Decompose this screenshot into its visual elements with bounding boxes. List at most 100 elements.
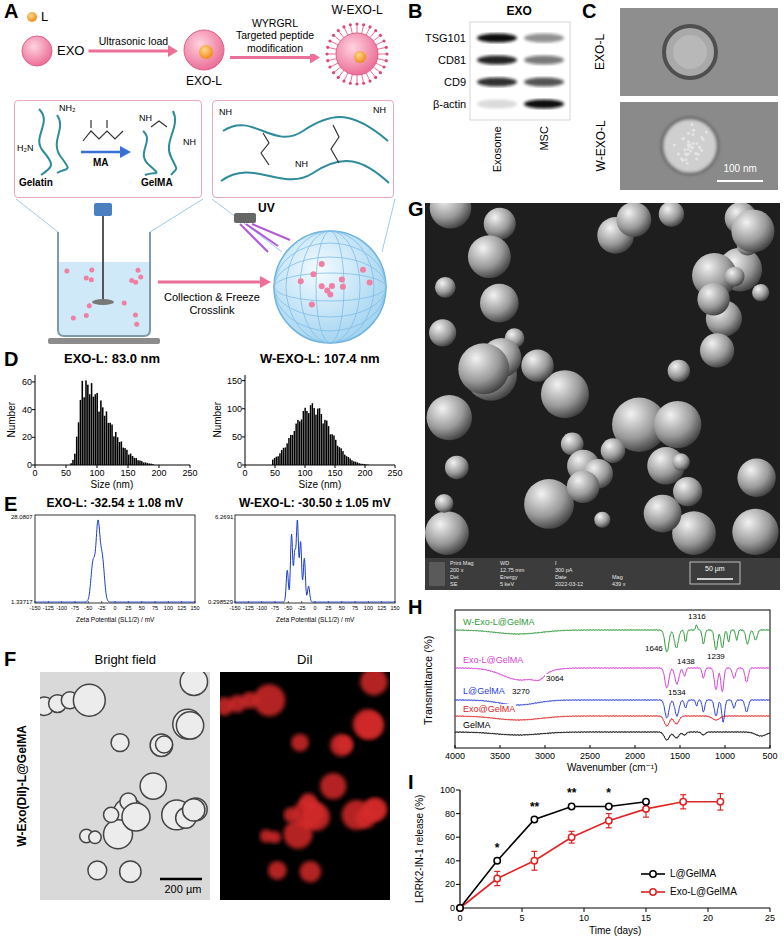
peptide-head — [362, 81, 365, 84]
sem-microsphere — [673, 477, 702, 506]
histogram-bar — [124, 448, 126, 465]
vesicle-grain — [698, 146, 701, 149]
histogram-bar — [342, 451, 344, 465]
tick-label: 0.298529 — [208, 599, 233, 606]
stirrer-plate — [48, 338, 160, 344]
vesicle-grain — [680, 157, 683, 160]
peptide-head — [385, 46, 388, 49]
histogram-bar — [324, 420, 326, 465]
fluorescent-sphere — [284, 807, 299, 822]
protein-label: CD81 — [438, 54, 466, 67]
vesicle-grain — [683, 148, 686, 151]
tick-label: 60 — [445, 832, 455, 842]
peptide-head — [326, 59, 329, 62]
histogram-bar — [283, 448, 285, 465]
curve-label: L@GelMA — [462, 686, 506, 696]
histogram-bar — [315, 415, 317, 465]
exosome-dot — [122, 301, 127, 306]
gel-mesh — [286, 231, 374, 343]
node-label: Gelatin — [19, 177, 53, 189]
tick-label: 75 — [152, 605, 158, 611]
vesicle-grain — [684, 158, 687, 161]
histogram-bar — [366, 464, 368, 466]
vesicle-grain — [694, 152, 697, 155]
fluorescent-sphere — [330, 734, 352, 756]
peptide-head — [368, 25, 371, 28]
image-label: W-EXO-L — [594, 120, 608, 171]
histogram-bar — [143, 462, 145, 465]
histogram-bar — [82, 381, 84, 465]
vesicle-grain — [692, 129, 695, 132]
peak-label: 1316 — [687, 612, 707, 621]
vesicle-grain — [677, 152, 680, 155]
error-bar — [606, 827, 612, 828]
tick-label: 2000 — [625, 751, 645, 761]
microsphere-group — [40, 672, 208, 882]
tick-mark — [32, 381, 35, 382]
node-shape — [20, 34, 54, 68]
tick-label: 0 — [450, 903, 455, 913]
stirrer-motor — [94, 203, 112, 216]
histogram-bar — [348, 457, 350, 465]
uv-lamp — [234, 213, 256, 223]
peptide-head — [385, 52, 388, 55]
vesicle-grain — [673, 143, 676, 146]
spectrum-line — [455, 732, 770, 741]
fluorescent-sphere — [320, 773, 346, 799]
peptide-head — [332, 71, 335, 74]
tick-mark — [245, 465, 246, 468]
histogram-bar — [74, 454, 76, 465]
exosome-dot — [310, 271, 316, 277]
tick-mark — [545, 745, 546, 748]
histogram-bar — [109, 423, 111, 465]
plot-frame — [455, 610, 770, 748]
protein-label: CD9 — [444, 76, 466, 89]
tick-mark — [646, 908, 647, 912]
zeta-curve — [35, 520, 195, 602]
peptide-head — [374, 76, 377, 79]
error-bar — [606, 813, 612, 814]
peak-label: 1534 — [667, 688, 687, 697]
data-point — [568, 834, 574, 840]
tick-label: 150 — [121, 468, 136, 478]
sem-microsphere — [435, 277, 456, 298]
data-point — [494, 858, 500, 864]
sem-microsphere — [672, 453, 689, 470]
tick-label: 25 — [325, 605, 331, 611]
tick-label: -100 — [56, 605, 67, 611]
arrow-head — [168, 45, 178, 57]
panel-letter: I — [408, 771, 414, 794]
peak-label: 3064 — [545, 674, 565, 683]
tick-label: 125 — [377, 605, 386, 611]
tick-label: 50 — [270, 468, 280, 478]
panel-letter: A — [4, 0, 18, 23]
exosome-dot — [64, 269, 69, 274]
exosome-dot — [136, 268, 141, 273]
tick-label: 20 — [22, 432, 32, 442]
gelma-chain — [223, 117, 388, 141]
histogram-bar — [330, 434, 332, 465]
tick-label: 50 — [339, 605, 345, 611]
microsphere — [150, 734, 172, 756]
histogram-bar — [349, 458, 351, 465]
histogram-bar — [339, 447, 341, 465]
chart-title: EXO-L: 83.0 nm — [64, 352, 160, 367]
error-bar — [680, 808, 686, 809]
panel-letter: E — [4, 493, 17, 516]
data-point — [457, 905, 463, 911]
peptide-head — [385, 59, 388, 62]
histogram-bar — [98, 412, 100, 465]
tick-label: 250 — [388, 468, 403, 478]
microsphere — [111, 734, 129, 752]
histogram-bar — [137, 460, 139, 465]
node-label: NH — [295, 159, 308, 169]
histogram-bar — [83, 397, 85, 465]
histogram-bar — [294, 431, 296, 465]
tick-label: 100 — [90, 468, 105, 478]
histogram-bar — [299, 421, 301, 465]
gel-mesh — [300, 231, 360, 343]
histogram-bar — [108, 423, 110, 465]
exosome-dot — [84, 276, 89, 281]
histogram-bar — [333, 435, 335, 465]
data-point — [457, 905, 463, 911]
